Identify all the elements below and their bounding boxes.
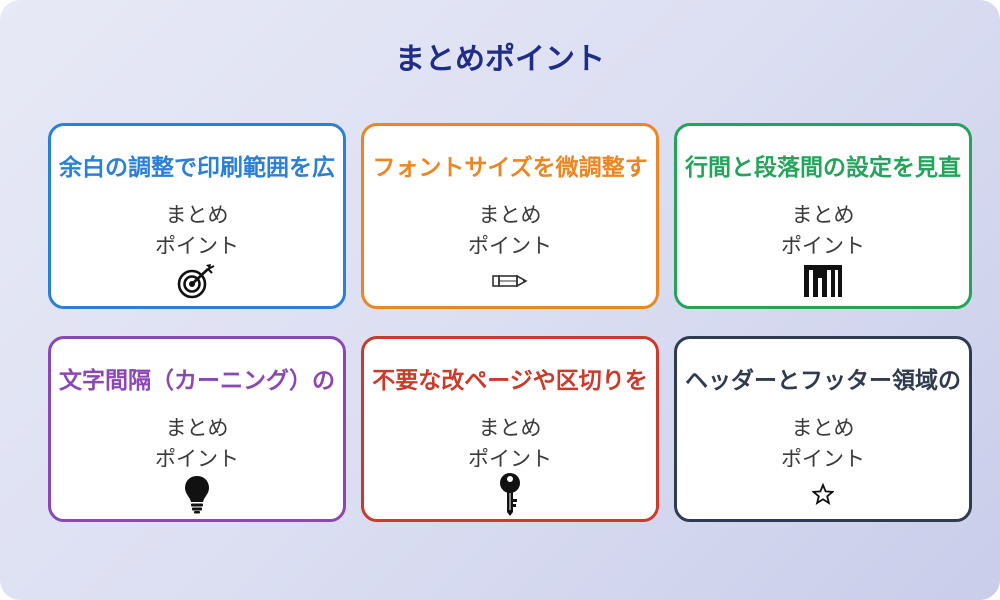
card-line-1: まとめ xyxy=(478,203,542,227)
key-icon xyxy=(364,473,656,516)
card-line-2: ポイント xyxy=(468,234,552,258)
card-line-1: まとめ xyxy=(791,416,855,440)
card-line-2: ポイント xyxy=(155,234,239,258)
card-title: 行間と段落間の設定を見直 xyxy=(685,155,961,181)
point-card-4: 文字間隔（カーニング）の まとめ ポイント xyxy=(48,336,346,522)
card-line-2: ポイント xyxy=(781,447,865,471)
card-title: 余白の調整で印刷範囲を広 xyxy=(59,155,335,181)
star-icon xyxy=(677,477,969,511)
point-card-1: 余白の調整で印刷範囲を広 まとめ ポイント xyxy=(48,123,346,309)
lightbulb-icon xyxy=(51,476,343,514)
pencil-icon xyxy=(364,264,656,298)
point-card-2: フォントサイズを微調整す まとめ ポイント xyxy=(361,123,659,309)
card-line-1: まとめ xyxy=(165,203,229,227)
card-title: 不要な改ページや区切りを xyxy=(372,368,648,394)
card-title: フォントサイズを微調整す xyxy=(372,155,648,181)
card-title: ヘッダーとフッター領域の xyxy=(685,368,961,394)
point-card-6: ヘッダーとフッター領域の まとめ ポイント xyxy=(674,336,972,522)
card-line-1: まとめ xyxy=(165,416,229,440)
point-card-3: 行間と段落間の設定を見直 まとめ ポイント xyxy=(674,123,972,309)
layout-bars-icon xyxy=(677,264,969,298)
card-line-1: まとめ xyxy=(478,416,542,440)
card-line-2: ポイント xyxy=(155,447,239,471)
card-line-2: ポイント xyxy=(781,234,865,258)
card-line-1: まとめ xyxy=(791,203,855,227)
target-icon xyxy=(51,264,343,299)
point-card-5: 不要な改ページや区切りを まとめ ポイント xyxy=(361,336,659,522)
card-line-2: ポイント xyxy=(468,447,552,471)
card-title: 文字間隔（カーニング）の xyxy=(59,368,335,394)
page-title: まとめポイント xyxy=(395,42,605,77)
